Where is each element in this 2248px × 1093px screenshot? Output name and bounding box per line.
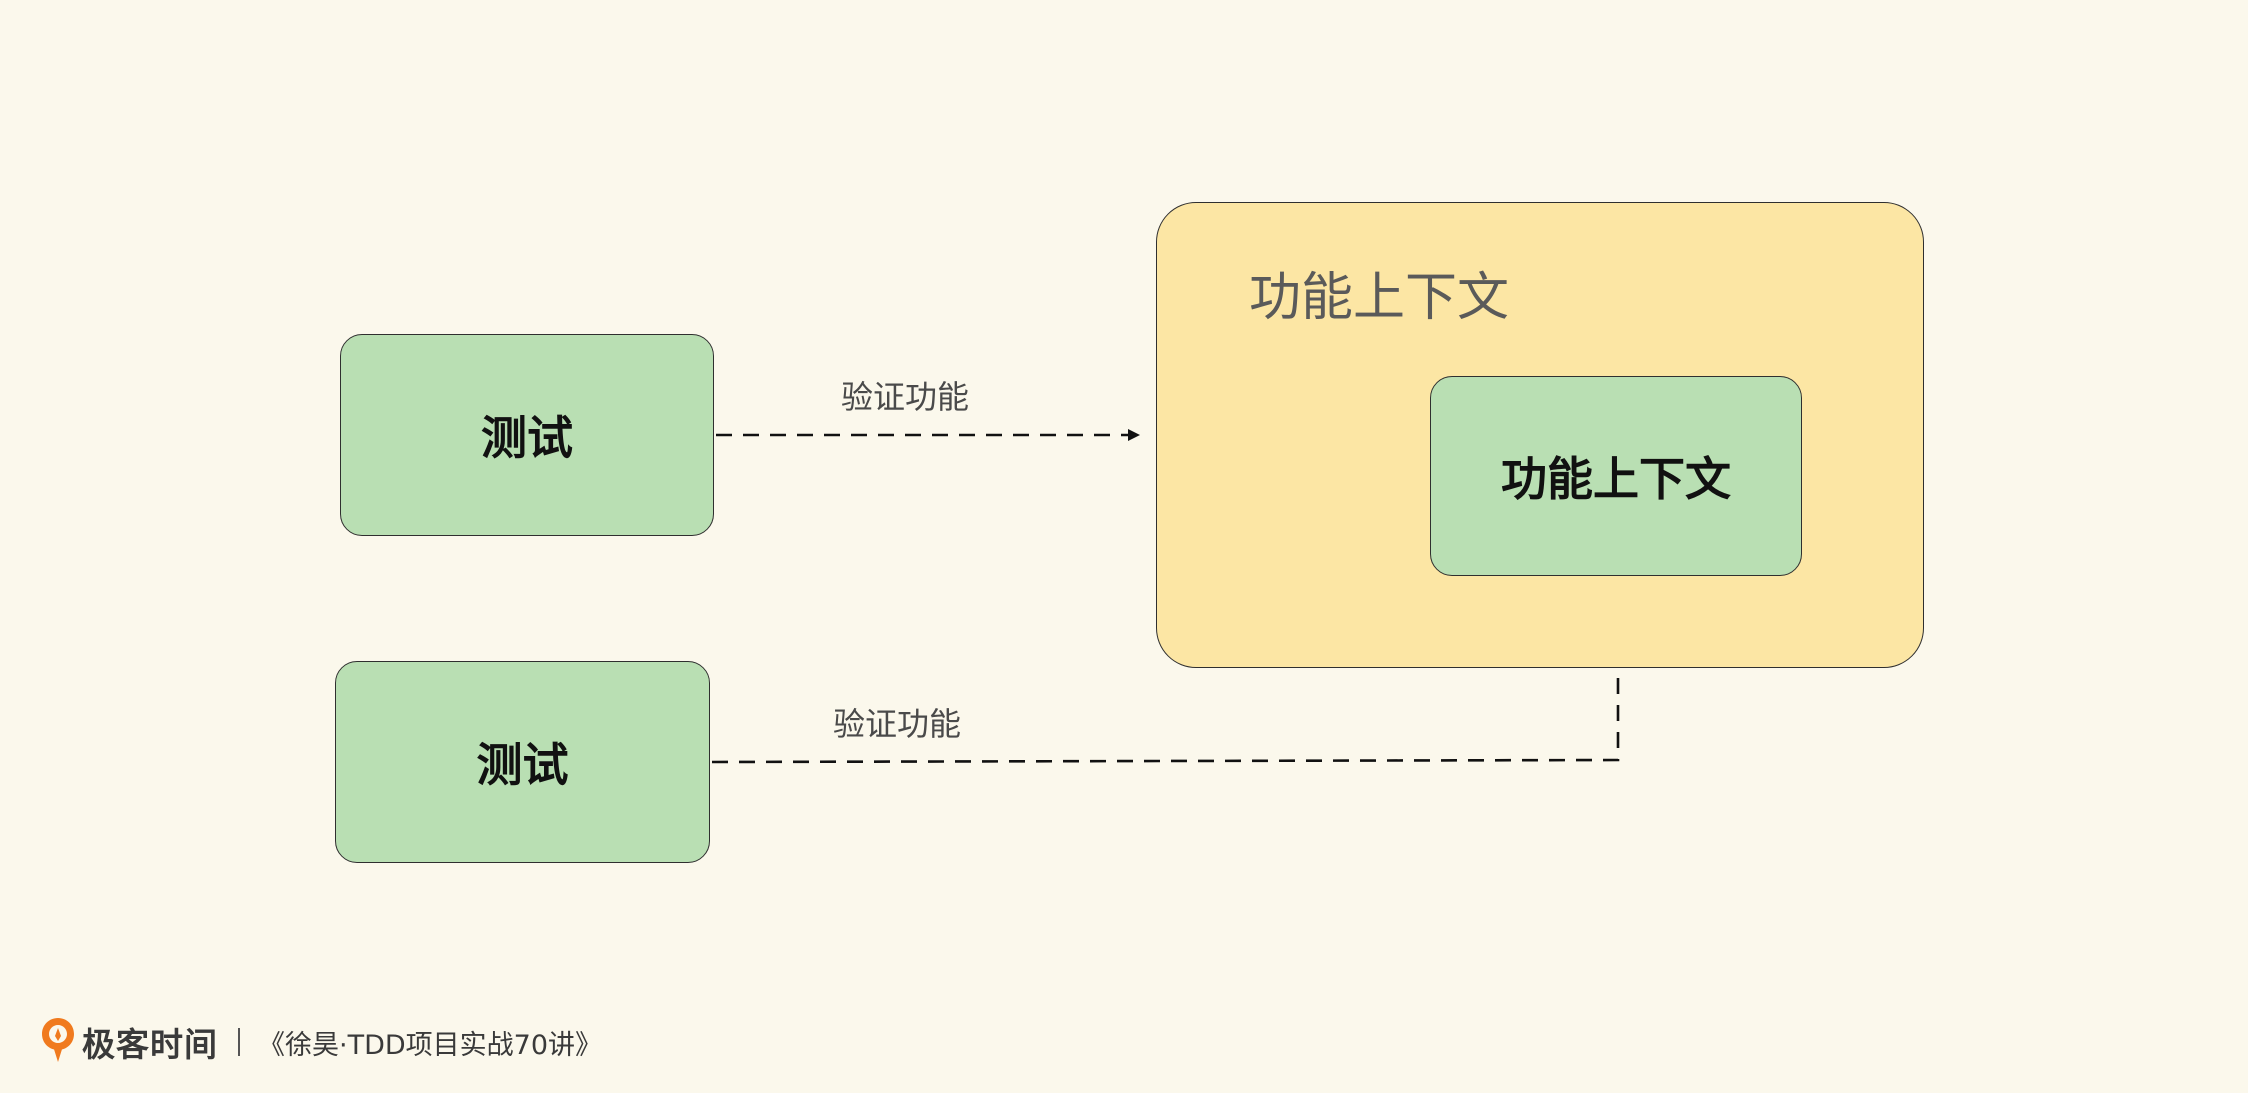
brand-name: 极客时间 (82, 1025, 218, 1064)
functional-context-inner-box: 功能上下文 (1430, 376, 1802, 576)
footer-divider (238, 1028, 240, 1056)
functional-context-title: 功能上下文 (1249, 268, 1510, 328)
edge-label-2: 验证功能 (833, 705, 962, 743)
edge-test-2-to-inner-context (711, 586, 1624, 764)
test-box-1: 测试 (340, 334, 714, 536)
test-box-1-label: 测试 (481, 411, 573, 465)
geektime-logo-icon (40, 1016, 76, 1068)
edge-label-1: 验证功能 (841, 378, 970, 416)
course-title: 《徐昊·TDD项目实战70讲》 (258, 1029, 603, 1061)
footer: 极客时间 《徐昊·TDD项目实战70讲》 (40, 1016, 602, 1068)
test-box-2-label: 测试 (476, 738, 569, 792)
test-box-2: 测试 (335, 661, 710, 863)
functional-context-inner-label: 功能上下文 (1501, 452, 1731, 506)
